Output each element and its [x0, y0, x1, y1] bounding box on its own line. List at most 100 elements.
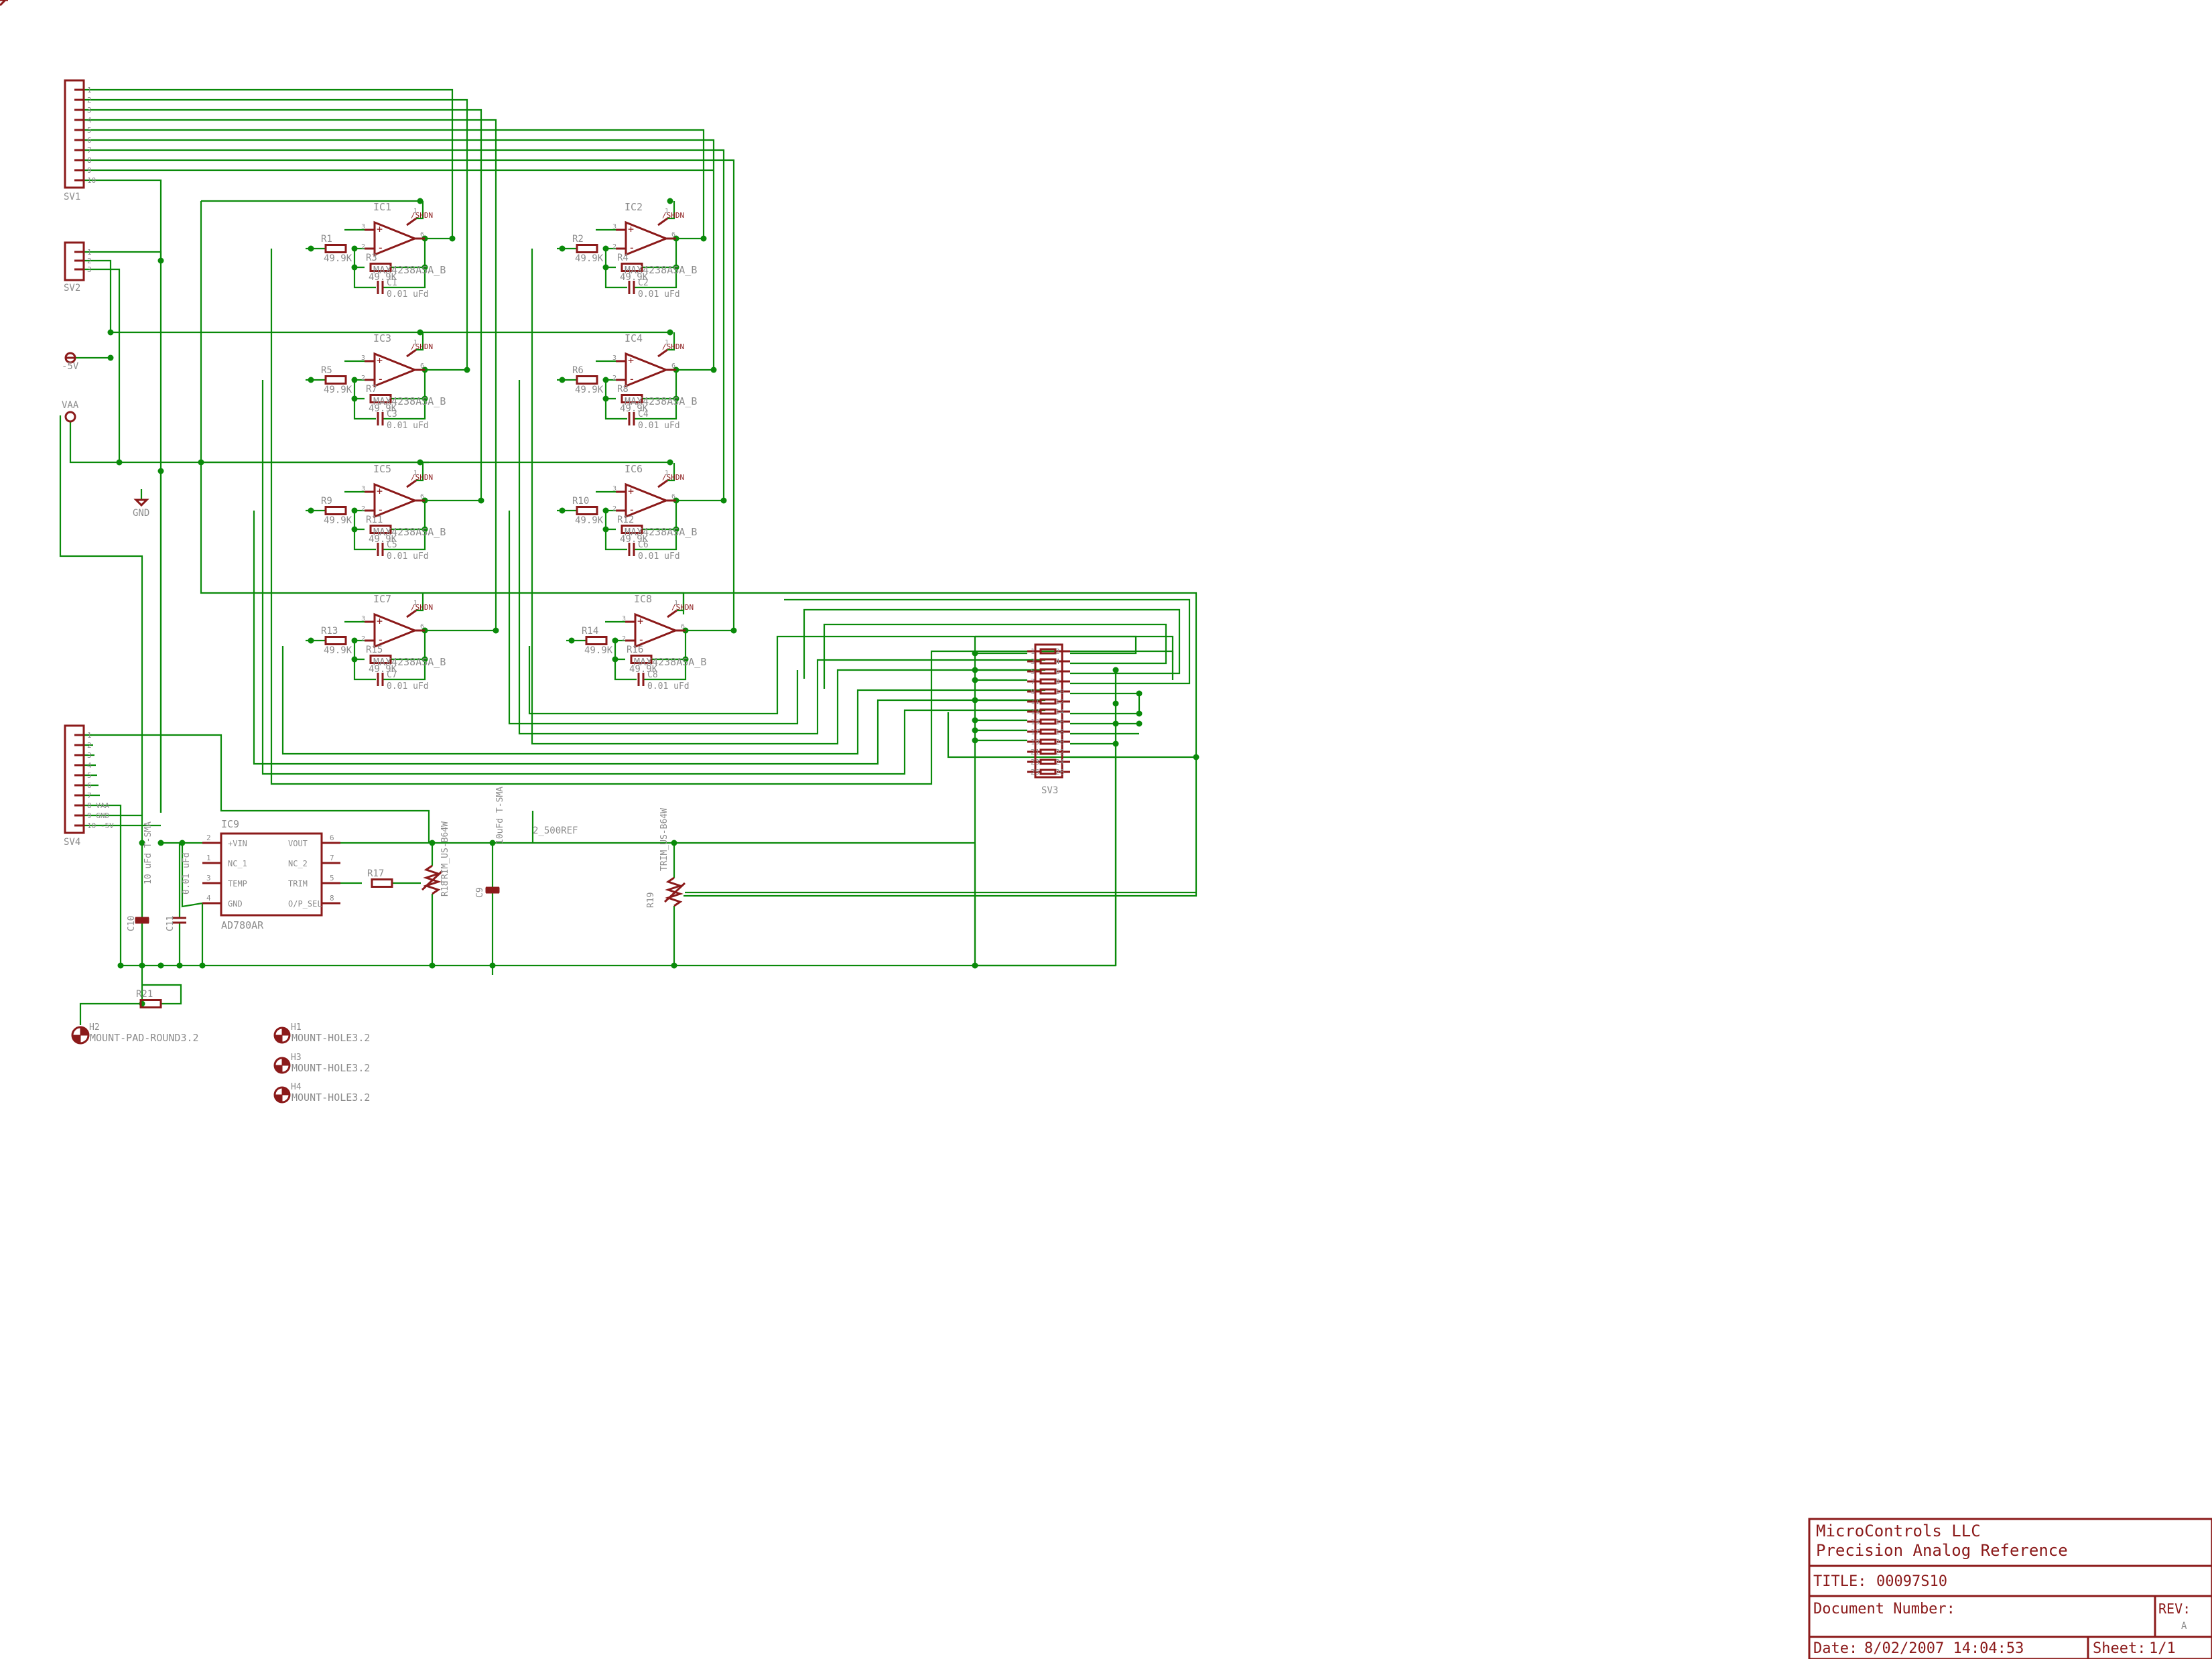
ic9-pin-num: 4	[206, 894, 211, 903]
r19-value: TRIM_US-B64W	[659, 808, 669, 871]
junction-dot	[351, 264, 358, 271]
resistor-ref: R4	[617, 253, 629, 263]
opamp-part: MAX4238ASA_B	[625, 264, 697, 276]
wire	[84, 159, 735, 632]
opamp-triangle	[373, 220, 418, 257]
sv1-pin-label: 9	[87, 166, 92, 175]
sv3-pin-label: 22	[1055, 748, 1064, 756]
junction-dot	[602, 395, 609, 402]
sv3-pin-label: 6	[1055, 667, 1060, 676]
resistor-ref: R12	[617, 515, 634, 525]
wire	[670, 592, 1197, 758]
junction-dot	[107, 329, 114, 336]
shdn-lead	[406, 217, 417, 226]
shdn-label: /SHDN	[671, 603, 694, 612]
sv3-pin-pad	[1039, 698, 1057, 705]
opamp-part: MAX4238ASA_B	[634, 656, 706, 668]
junction-dot	[972, 677, 978, 683]
resistor	[369, 394, 392, 403]
capacitor-value: 0.01 uFd	[638, 421, 680, 431]
pin-number: 1	[413, 208, 417, 215]
sv3-name: SV3	[1041, 785, 1058, 796]
resistor-value: 49.9K	[369, 534, 397, 545]
wire	[391, 370, 426, 400]
pin-number: 6	[420, 231, 424, 239]
r19-arrow	[663, 882, 686, 903]
c11-ref: C11	[166, 916, 176, 931]
sv4-connector	[64, 724, 85, 834]
sv4-pin-label: 10 -5V	[87, 821, 114, 830]
opamp-ref: IC8	[634, 593, 652, 605]
sv3-pin-label: 25	[1031, 768, 1039, 777]
shdn-label: /SHDN	[662, 473, 684, 482]
wire	[79, 1002, 141, 1025]
title-block-frame	[1808, 1518, 2212, 1659]
sv3-pin-label: 24	[1055, 758, 1065, 767]
wire	[84, 734, 430, 842]
wire	[667, 463, 675, 482]
sheet-value: 1/1	[2149, 1640, 2176, 1657]
net-label-2500ref: 2_500REF	[533, 825, 578, 836]
wire	[142, 984, 182, 1005]
resistor-ref: R2	[572, 234, 584, 245]
shdn-lead	[657, 217, 668, 226]
junction-dot	[351, 377, 358, 383]
sv1-connector	[64, 79, 85, 189]
sv1-pin-label: 2	[87, 96, 92, 105]
resistor-ref: R9	[321, 496, 332, 507]
pin-number: 1	[674, 600, 678, 607]
junction-dot	[199, 962, 206, 969]
opamp-minus: -	[629, 503, 635, 516]
pin-number: 2	[361, 505, 365, 513]
wire	[84, 109, 482, 502]
sv3-pin-label: 16	[1055, 718, 1064, 726]
wire	[353, 511, 365, 531]
opamp-ref: IC7	[373, 593, 391, 605]
opamp-plus: +	[637, 615, 643, 627]
resistor	[324, 244, 347, 253]
wire	[604, 399, 627, 420]
opamp-minus: -	[377, 503, 384, 516]
mount-part: MOUNT-HOLE3.2	[291, 1091, 370, 1104]
opamp-triangle	[625, 352, 669, 388]
junction-dot	[107, 354, 114, 361]
resistor	[576, 375, 598, 385]
resistor-value: 49.9K	[575, 253, 604, 264]
junction-dot	[972, 737, 978, 744]
sv3-pin-pad	[1039, 648, 1057, 655]
junction-dot	[667, 329, 673, 336]
junction-dot	[612, 637, 619, 644]
c9-ref: C9	[475, 887, 485, 898]
wire	[684, 757, 1197, 897]
junction-dot	[351, 395, 358, 402]
sv1-pin-label: 7	[87, 146, 92, 155]
opamp-plus: +	[377, 223, 383, 235]
shdn-label: /SHDN	[662, 342, 684, 351]
resistor-ref: R8	[617, 384, 629, 395]
opamp-minus: -	[629, 373, 635, 385]
pin-number: 6	[420, 623, 424, 631]
resistor-ref: R16	[627, 645, 643, 655]
junction-dot	[157, 257, 164, 264]
wire	[614, 659, 637, 681]
sheet-label: Sheet:	[2093, 1640, 2146, 1657]
ic9-part: AD780AR	[221, 919, 264, 931]
capacitor-ref: C1	[387, 278, 397, 288]
junction-dot	[667, 198, 673, 204]
resistor-ref: R14	[582, 626, 598, 637]
sv3-pin-pad	[1039, 769, 1057, 775]
junction-dot	[1112, 720, 1119, 727]
wire	[69, 422, 119, 464]
pin-number: 2	[361, 375, 365, 382]
junction-dot	[972, 962, 978, 969]
resistor-value: 49.9K	[369, 272, 397, 283]
wire	[353, 529, 376, 551]
mount-fill	[281, 1087, 290, 1096]
wire	[531, 249, 1045, 745]
wire	[84, 804, 122, 966]
title-block	[1808, 1518, 2212, 1659]
pin-number: 3	[612, 354, 616, 362]
minus5v-supply	[64, 352, 76, 364]
ic9-pin-name: NC_2	[288, 859, 308, 868]
junction-dot	[1136, 720, 1143, 727]
